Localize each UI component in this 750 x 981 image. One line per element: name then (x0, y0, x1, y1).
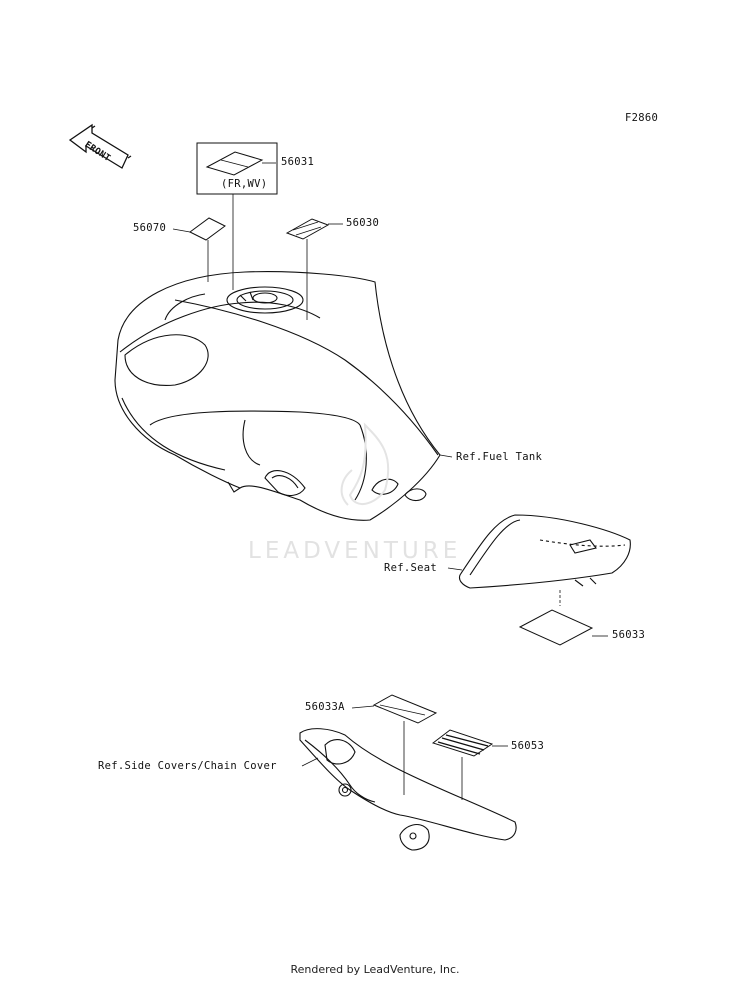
part-number-56033[interactable]: 56033 (612, 629, 646, 641)
seat (458, 514, 631, 589)
leader-side-covers (301, 757, 319, 767)
leader-seat (447, 567, 463, 571)
watermark-logo (340, 422, 390, 506)
part-note-56031: (FR,WV) (221, 178, 268, 190)
decal-56031[interactable] (196, 142, 278, 290)
decal-56070[interactable] (172, 217, 226, 282)
front-arrow-icon (68, 123, 132, 169)
ref-seat[interactable]: Ref.Seat (384, 562, 437, 574)
part-number-56053[interactable]: 56053 (511, 740, 545, 752)
ref-side-covers[interactable]: Ref.Side Covers/Chain Cover (98, 760, 277, 772)
leader-fuel-tank (439, 454, 453, 458)
ref-fuel-tank[interactable]: Ref.Fuel Tank (456, 451, 543, 463)
part-number-56033A[interactable]: 56033A (305, 701, 345, 713)
decal-56033[interactable] (518, 590, 608, 646)
decal-56030[interactable] (285, 218, 343, 320)
fuel-tank (114, 271, 441, 521)
chain-cover (299, 728, 517, 851)
footer-credit: Rendered by LeadVenture, Inc. (290, 963, 460, 976)
figure-code: F2860 (625, 112, 659, 124)
part-number-56031[interactable]: 56031 (281, 156, 315, 168)
decal-56033A[interactable] (351, 694, 438, 795)
watermark-text: LEADVENTURE (248, 538, 462, 564)
decal-56053[interactable] (431, 729, 508, 800)
part-number-56030[interactable]: 56030 (346, 217, 380, 229)
part-number-56070[interactable]: 56070 (133, 222, 167, 234)
